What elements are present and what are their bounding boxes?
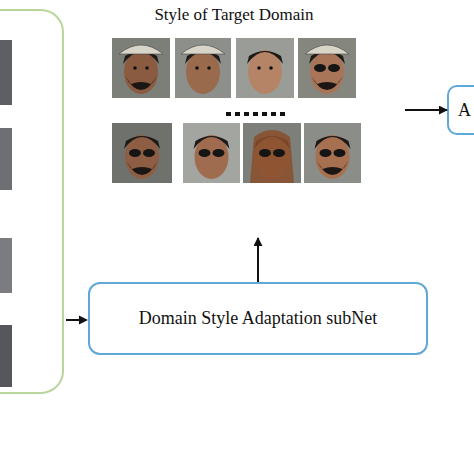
input-photo bbox=[0, 238, 12, 293]
face-glasses bbox=[328, 64, 340, 72]
face-cloth bbox=[250, 130, 294, 183]
process-box: A bbox=[447, 85, 474, 135]
face-eye bbox=[257, 66, 261, 70]
face-glasses bbox=[259, 149, 271, 157]
face-beard bbox=[125, 76, 157, 90]
face-beard bbox=[317, 161, 349, 175]
flow-arrow bbox=[257, 238, 259, 282]
photo-background bbox=[112, 123, 172, 183]
face-eye bbox=[207, 66, 211, 70]
photo-background bbox=[304, 123, 361, 183]
face-glasses bbox=[314, 64, 326, 72]
face-grid bbox=[112, 38, 361, 183]
photo-background bbox=[112, 38, 170, 98]
box-label: Domain Style Adaptation subNet bbox=[139, 308, 377, 329]
face-eye bbox=[145, 66, 149, 70]
arrow-head bbox=[79, 316, 88, 325]
face-image bbox=[304, 123, 361, 183]
input-panel bbox=[0, 10, 63, 393]
face-eye bbox=[269, 66, 273, 70]
photo-background bbox=[243, 123, 301, 183]
face-hair bbox=[254, 136, 290, 149]
face-hair bbox=[315, 136, 351, 149]
ellipsis-dot bbox=[271, 112, 276, 116]
box-label: A bbox=[458, 100, 471, 121]
face-glasses bbox=[320, 149, 332, 157]
face-skin bbox=[195, 135, 229, 179]
face-glasses bbox=[143, 149, 155, 157]
face-glasses bbox=[129, 149, 141, 157]
face-beard bbox=[126, 161, 158, 175]
flow-arrow bbox=[405, 109, 447, 111]
photo-background bbox=[183, 123, 240, 183]
input-photo bbox=[0, 325, 12, 387]
photo-background bbox=[175, 38, 231, 98]
input-photo bbox=[0, 40, 12, 105]
face-image bbox=[112, 123, 172, 183]
face-beard bbox=[311, 76, 343, 90]
face-glasses bbox=[199, 149, 211, 157]
face-image bbox=[175, 38, 231, 98]
ellipsis-dot bbox=[226, 112, 231, 116]
face-hat bbox=[119, 45, 163, 54]
face-image bbox=[236, 38, 294, 98]
face-skin bbox=[310, 50, 344, 94]
face-skin bbox=[255, 135, 289, 179]
face-glasses bbox=[213, 149, 225, 157]
face-glasses bbox=[273, 149, 285, 157]
image-panel: Style of Target Domain bbox=[108, 5, 405, 238]
input-photo bbox=[0, 128, 12, 190]
ellipsis-dot bbox=[235, 112, 240, 116]
face-skin bbox=[248, 50, 282, 94]
input-arrow bbox=[66, 319, 82, 321]
face-hat bbox=[181, 45, 225, 54]
face-eye bbox=[195, 66, 199, 70]
face-skin bbox=[124, 50, 158, 94]
face-glasses bbox=[334, 149, 346, 157]
ellipsis-dot bbox=[244, 112, 249, 116]
face-image bbox=[243, 123, 301, 183]
process-box: Domain Style Adaptation subNet bbox=[88, 282, 428, 355]
panel-heading: Style of Target Domain bbox=[108, 5, 360, 25]
face-skin bbox=[125, 135, 159, 179]
face-hair bbox=[124, 136, 160, 149]
face-image bbox=[112, 38, 170, 98]
face-hair bbox=[309, 51, 345, 64]
photo-background bbox=[236, 38, 294, 98]
face-glasses bbox=[273, 149, 285, 157]
face-eye bbox=[133, 66, 137, 70]
face-glasses bbox=[259, 149, 271, 157]
face-hair bbox=[123, 51, 159, 64]
face-hair bbox=[194, 136, 230, 149]
face-hair bbox=[247, 51, 283, 64]
ellipsis-dot bbox=[280, 112, 285, 116]
ellipsis-dot bbox=[262, 112, 267, 116]
face-image bbox=[183, 123, 240, 183]
face-skin bbox=[186, 50, 220, 94]
face-hat bbox=[305, 45, 349, 54]
ellipsis-dot bbox=[253, 112, 258, 116]
ellipsis-dots bbox=[226, 112, 285, 116]
face-hair bbox=[185, 51, 221, 64]
face-skin bbox=[316, 135, 350, 179]
photo-background bbox=[298, 38, 356, 98]
face-image bbox=[298, 38, 356, 98]
